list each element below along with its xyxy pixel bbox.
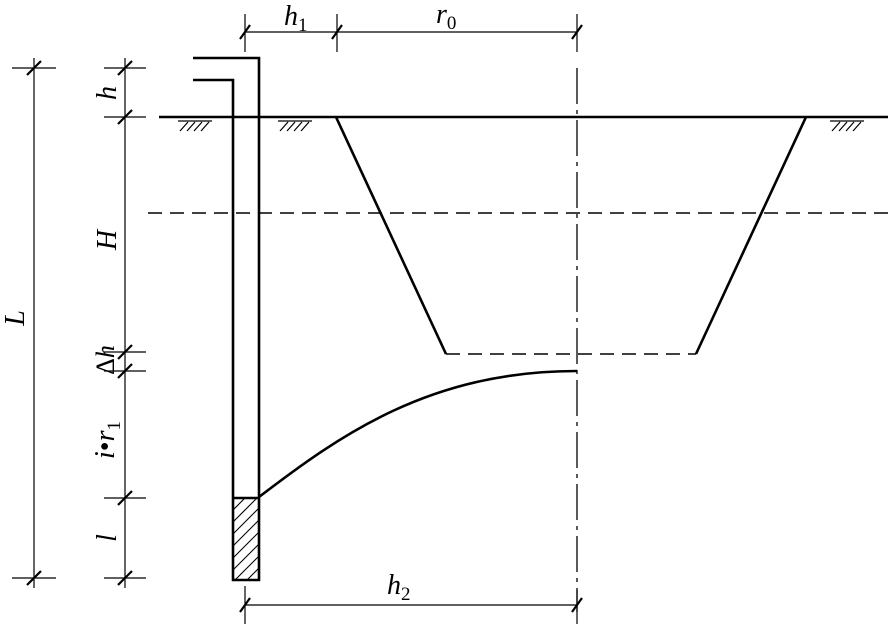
label-L: L (0, 310, 31, 327)
vertical-dimension-chain (104, 58, 146, 588)
label-l: l (92, 534, 123, 542)
total-length-dimension (12, 58, 56, 588)
label-i-r1: i•r1 (90, 421, 125, 459)
bottom-dimension (239, 586, 583, 624)
filter-section-hatch (233, 498, 259, 580)
ground-hatch-left (178, 120, 212, 132)
drawdown-curve (258, 369, 578, 499)
ground-hatch-right (830, 120, 864, 132)
pit-left-slope (334, 116, 448, 355)
top-dimension (239, 14, 583, 52)
label-r0: r0 (436, 0, 456, 34)
pit-right-slope (694, 116, 808, 355)
ground-hatch-middle (278, 120, 312, 132)
label-h2: h2 (387, 570, 411, 605)
label-h: h (92, 86, 123, 100)
label-H: H (92, 228, 123, 251)
label-h1: h1 (284, 1, 308, 36)
wellpoint-pipe (193, 56, 261, 582)
label-delta-h: Δh (91, 345, 120, 375)
